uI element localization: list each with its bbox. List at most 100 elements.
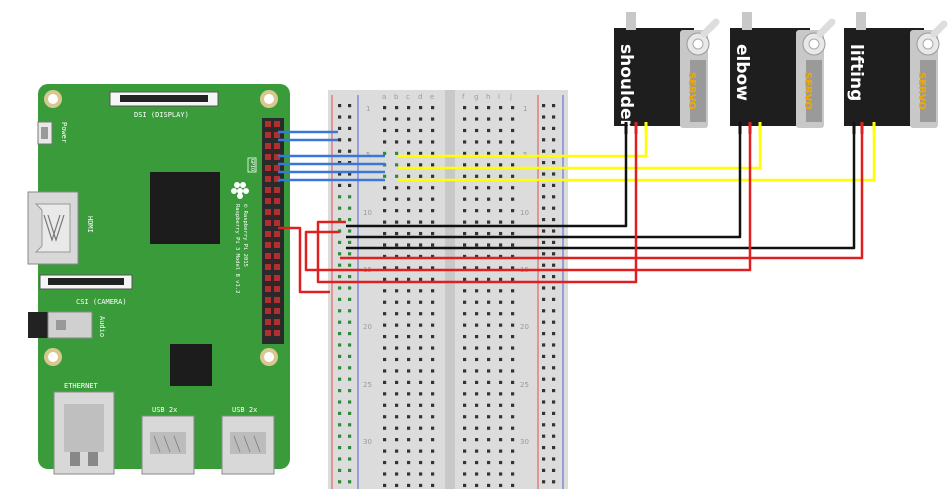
breadboard-hole — [431, 140, 435, 144]
breadboard-hole — [383, 335, 387, 339]
breadboard-hole — [542, 423, 546, 427]
breadboard-hole — [487, 140, 491, 144]
breadboard-hole — [431, 254, 435, 259]
breadboard-hole — [395, 106, 399, 110]
breadboard-hole — [542, 161, 546, 165]
breadboard-hole — [431, 128, 435, 133]
breadboard-hole — [407, 106, 411, 110]
breadboard-hole — [348, 400, 352, 404]
usb-port-1: USB 2x — [141, 406, 195, 475]
breadboard-hole — [463, 392, 467, 396]
servo-leads — [624, 122, 876, 134]
breadboard-hole — [419, 415, 423, 419]
breadboard-hole — [499, 392, 503, 396]
breadboard-hole — [511, 335, 515, 339]
breadboard-hole — [487, 151, 491, 155]
breadboard-hole — [499, 128, 503, 133]
breadboard-hole — [542, 104, 546, 108]
breadboard-hole — [338, 104, 342, 108]
breadboard-hole — [383, 197, 387, 201]
breadboard-hole — [542, 343, 546, 347]
breadboard-hole — [475, 197, 479, 201]
gpio-pin — [265, 308, 271, 314]
breadboard-hole — [383, 266, 387, 270]
breadboard-hole — [338, 183, 342, 187]
breadboard-hole — [395, 380, 399, 384]
svg-text:DSI (DISPLAY): DSI (DISPLAY) — [134, 111, 189, 119]
breadboard-hole — [348, 354, 352, 358]
ethernet-port: ETHERNET — [53, 382, 115, 475]
breadboard-hole — [499, 312, 503, 316]
servo-shoulder: shoulder SERVO — [614, 12, 720, 129]
breadboard-hole — [338, 161, 342, 165]
svg-text:25: 25 — [520, 381, 529, 389]
breadboard-hole — [552, 126, 556, 130]
svg-text:j: j — [509, 93, 512, 101]
breadboard-hole — [431, 426, 435, 430]
svg-text:c: c — [406, 93, 410, 101]
breadboard-hole — [348, 126, 352, 130]
breadboard-hole — [511, 174, 515, 178]
breadboard-hole — [338, 172, 342, 176]
breadboard-hole — [338, 252, 342, 256]
breadboard-hole — [499, 438, 503, 442]
ground-wire-lifting — [346, 132, 856, 250]
breadboard-hole — [407, 151, 411, 155]
breadboard-hole — [395, 403, 399, 407]
breadboard-hole — [475, 186, 479, 190]
breadboard-hole — [463, 186, 467, 190]
power-wire-lifting — [340, 132, 864, 260]
breadboard-hole — [407, 449, 411, 453]
breadboard-hole — [511, 231, 515, 236]
breadboard-hole — [499, 197, 503, 201]
breadboard-hole — [431, 415, 435, 419]
breadboard-hole — [431, 403, 435, 407]
breadboard-hole — [463, 460, 467, 465]
breadboard-hole — [475, 140, 479, 144]
breadboard-hole — [431, 231, 435, 236]
breadboard-hole — [552, 377, 556, 381]
breadboard-hole — [407, 335, 411, 339]
breadboard-hole — [552, 240, 556, 244]
breadboard-hole — [463, 380, 467, 384]
breadboard-hole — [407, 197, 411, 201]
gpio-pin — [274, 264, 280, 270]
breadboard-hole — [499, 483, 503, 488]
breadboard-hole — [463, 472, 467, 476]
breadboard-hole — [431, 472, 435, 476]
breadboard-hole — [542, 411, 546, 415]
breadboard-hole — [499, 266, 503, 270]
breadboard-hole — [463, 438, 467, 442]
breadboard-hole — [542, 457, 546, 461]
svg-text:20: 20 — [520, 323, 529, 331]
gpio-pin — [274, 154, 280, 160]
breadboard-hole — [419, 140, 423, 144]
breadboard-hole — [338, 240, 342, 244]
breadboard-hole — [487, 335, 491, 339]
breadboard-hole — [463, 254, 467, 259]
breadboard-hole — [499, 163, 503, 167]
breadboard-hole — [463, 117, 467, 121]
breadboard-hole — [348, 252, 352, 256]
breadboard-hole — [419, 380, 423, 384]
breadboard-hole — [338, 354, 342, 358]
breadboard-hole — [338, 468, 342, 472]
breadboard-hole — [348, 183, 352, 187]
servo-brand-shoulder: SERVO — [686, 72, 697, 110]
gpio-pin — [274, 121, 280, 127]
breadboard-hole — [419, 369, 423, 373]
breadboard-hole — [511, 117, 515, 121]
breadboard-hole — [511, 483, 515, 488]
breadboard-hole — [475, 449, 479, 453]
breadboard-hole — [542, 286, 546, 290]
svg-text:10: 10 — [363, 209, 372, 217]
breadboard-hole — [487, 300, 491, 304]
breadboard-hole — [407, 231, 411, 236]
svg-text:b: b — [394, 93, 399, 101]
breadboard-hole — [338, 423, 342, 427]
breadboard-hole — [552, 434, 556, 438]
servo-brand-elbow: SERVO — [802, 72, 813, 110]
breadboard-hole — [463, 323, 467, 327]
breadboard-hole — [395, 392, 399, 396]
breadboard-hole — [431, 197, 435, 201]
